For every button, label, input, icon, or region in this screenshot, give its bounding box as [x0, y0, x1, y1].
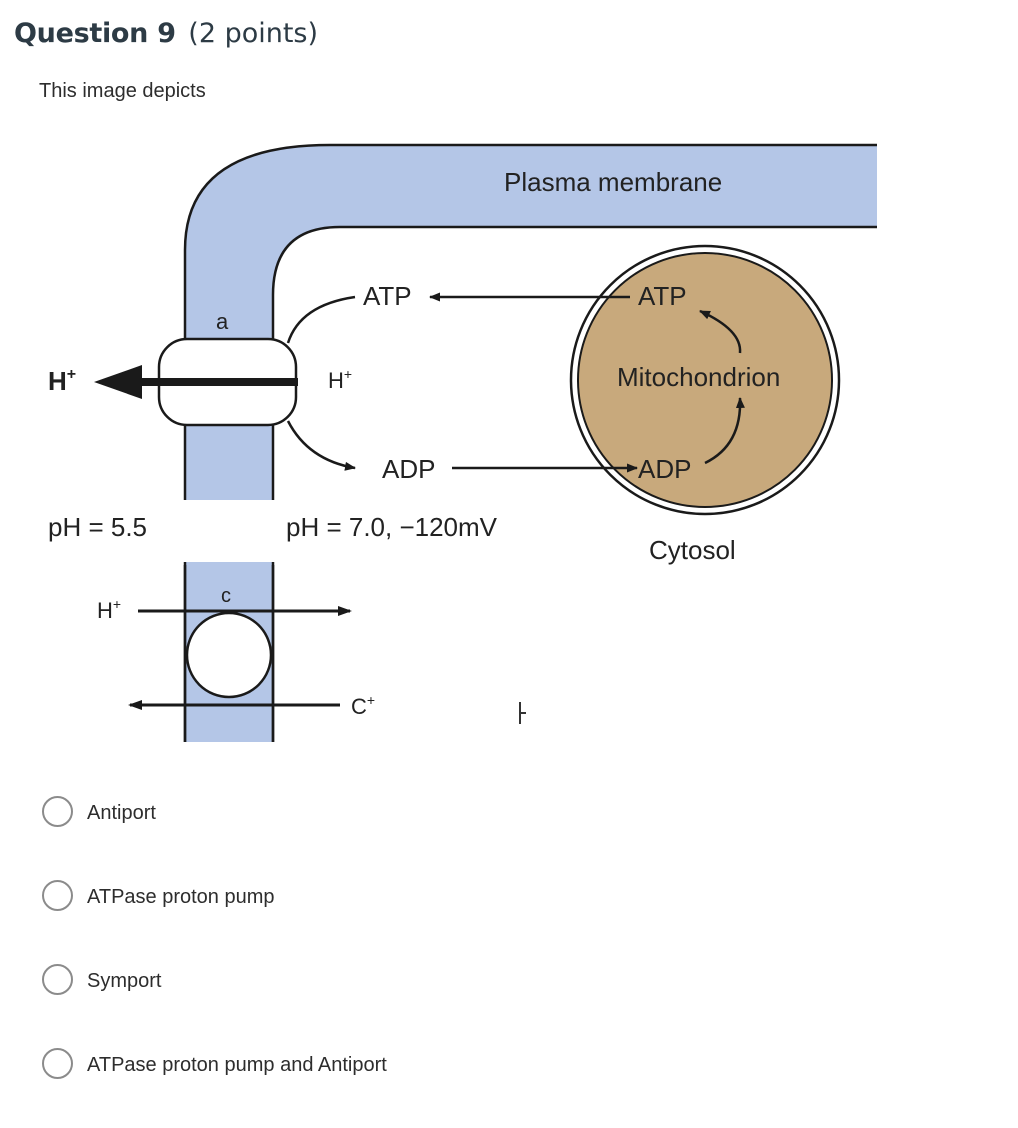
answer-options: Antiport ATPase proton pump Symport ATPa…: [40, 792, 640, 1128]
protein-c-label: c: [221, 585, 231, 607]
protein-a-label: a: [216, 309, 229, 334]
radio-button[interactable]: [42, 1048, 73, 1079]
radio-button[interactable]: [42, 796, 73, 827]
membrane-transport-diagram: Plasma membrane a H+ H+ ATP ADP ATP ADP …: [30, 125, 880, 750]
h-plus-in-label: H+: [328, 366, 352, 393]
answer-option-atpase-and-antiport[interactable]: ATPase proton pump and Antiport: [40, 1044, 640, 1128]
question-header: Question 9 (2 points): [14, 14, 318, 54]
pump-to-adp-curve: [286, 420, 356, 471]
answer-label: Antiport: [87, 802, 156, 824]
answer-option-antiport[interactable]: Antiport: [40, 792, 640, 876]
cytosol-label: Cytosol: [649, 535, 736, 565]
question-title: Question 9: [14, 18, 176, 49]
membrane-outer-edge: [183, 143, 877, 742]
mitochondrion: [577, 252, 833, 508]
adp-to-atp-cycle-upper: [699, 309, 742, 354]
membrane-inner-edge: [271, 225, 877, 742]
radio-button[interactable]: [42, 880, 73, 911]
radio-button[interactable]: [42, 964, 73, 995]
answer-label: ATPase proton pump: [87, 886, 275, 908]
adp-label-bottom: ADP: [382, 454, 435, 484]
antiporter: [185, 611, 273, 699]
ph-outside-label: pH = 5.5: [48, 512, 147, 542]
c-plus-label: C+: [351, 692, 375, 719]
proton-exit-arrowhead: [94, 365, 142, 399]
adp-to-atp-cycle-lower: [704, 397, 745, 465]
adp-label-mito: ADP: [638, 454, 691, 484]
answer-label: ATPase proton pump and Antiport: [87, 1054, 387, 1076]
ph-inside-label: pH = 7.0, −120mV: [286, 512, 498, 542]
question-prompt: This image depicts: [39, 80, 206, 102]
text-cursor-icon: [519, 702, 526, 724]
question-points: (2 points): [188, 18, 319, 49]
answer-option-symport[interactable]: Symport: [40, 960, 640, 1044]
membrane-gap: [174, 500, 284, 562]
atp-label-top: ATP: [363, 281, 412, 311]
h-plus-c-label: H+: [97, 596, 121, 623]
atp-label-mito: ATP: [638, 281, 687, 311]
answer-option-atpase-proton-pump[interactable]: ATPase proton pump: [40, 876, 640, 960]
atp-to-pump-curve: [286, 295, 356, 344]
answer-label: Symport: [87, 970, 162, 992]
h-plus-out-label: H+: [48, 366, 76, 396]
mitochondrion-label: Mitochondrion: [617, 362, 780, 392]
plasma-membrane-label: Plasma membrane: [504, 167, 722, 197]
